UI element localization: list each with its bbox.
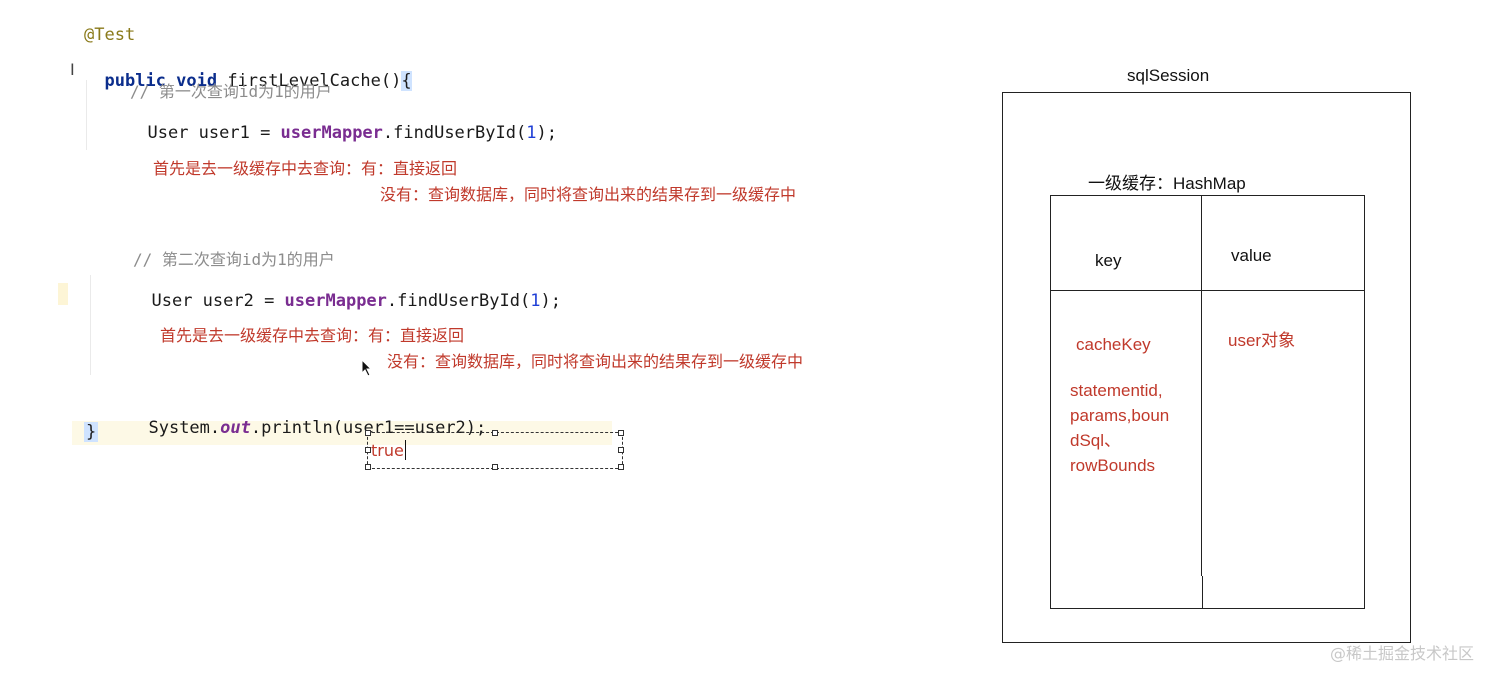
method-signature[interactable]: public void firstLevelCache(){	[84, 51, 412, 91]
key-cell-line: rowBounds	[1070, 456, 1156, 475]
code-field: userMapper	[280, 123, 383, 143]
table-column-divider	[1201, 196, 1202, 576]
key-cell-title: cacheKey	[1076, 335, 1151, 354]
code-call: .findUserById(	[386, 291, 531, 311]
code-arg: 1	[526, 123, 537, 143]
code-suffix: );	[536, 123, 557, 143]
current-line-highlight	[72, 421, 612, 445]
comment-first-query: // 第一次查询id为1的用户	[130, 82, 332, 101]
annotation-note1-line1: 首先是去一级缓存中去查询：有：直接返回	[153, 159, 458, 178]
watermark: @稀土掘金技术社区	[1330, 644, 1475, 663]
open-brace: {	[401, 71, 412, 91]
code-prefix: User user2 =	[151, 291, 285, 311]
method-modifier: public void	[104, 71, 218, 91]
comment-second-query: // 第二次查询id为1的用户	[133, 250, 335, 269]
hashmap-table: key value cacheKey statementid, params,b…	[1050, 195, 1365, 609]
resize-handle[interactable]	[618, 464, 624, 470]
code-line-user2[interactable]: User user2 = userMapper.findUserById(1);	[131, 271, 561, 311]
key-cell-line: dSql、	[1070, 431, 1122, 450]
close-brace: }	[84, 422, 99, 442]
cache-label: 一级缓存：HashMap	[1088, 174, 1246, 193]
resize-handle[interactable]	[365, 464, 371, 470]
table-column-divider-tail	[1202, 576, 1203, 608]
resize-handle[interactable]	[618, 430, 624, 436]
method-name: firstLevelCache()	[217, 71, 402, 91]
sqlsession-label: sqlSession	[1127, 66, 1210, 85]
resize-handle[interactable]	[365, 447, 371, 453]
key-header: key	[1095, 251, 1122, 270]
text-caret	[405, 440, 406, 460]
annotation-note1-line2: 没有：查询数据库，同时将查询出来的结果存到一级缓存中	[380, 185, 797, 204]
code-arg: 1	[530, 291, 541, 311]
code-field: out	[220, 418, 251, 438]
resize-handle[interactable]	[492, 430, 498, 436]
code-prefix: User user1 =	[147, 123, 281, 143]
text-cursor-icon: I	[70, 60, 75, 79]
code-suffix: );	[540, 291, 561, 311]
code-line-println[interactable]: System.out.println(user1==user2);	[128, 398, 486, 438]
gutter-guide	[90, 275, 91, 375]
annotation-note2-line1: 首先是去一级缓存中去查询：有：直接返回	[160, 326, 465, 345]
table-header-divider	[1051, 290, 1364, 291]
result-text[interactable]: true	[371, 441, 404, 460]
resize-handle[interactable]	[492, 464, 498, 470]
code-prefix: System.	[148, 418, 221, 438]
code-call: .findUserById(	[382, 123, 527, 143]
mouse-pointer-icon	[361, 359, 373, 377]
code-line-user1[interactable]: User user1 = userMapper.findUserById(1);	[127, 103, 557, 143]
sqlsession-box	[1002, 92, 1411, 643]
code-suffix: .println(user1==user2);	[250, 418, 487, 438]
annotation-note2-line2: 没有：查询数据库，同时将查询出来的结果存到一级缓存中	[387, 352, 804, 371]
key-cell-line: statementid,	[1070, 381, 1163, 400]
key-cell-line: params,boun	[1070, 406, 1170, 425]
code-field: userMapper	[284, 291, 387, 311]
value-cell: user对象	[1228, 331, 1296, 350]
test-annotation: @Test	[84, 25, 136, 45]
line-marker	[58, 283, 68, 305]
key-cell-lines: statementid, params,boun dSql、 rowBounds	[1070, 378, 1169, 478]
gutter-guide	[86, 80, 87, 150]
value-header: value	[1231, 246, 1272, 265]
resize-handle[interactable]	[365, 430, 371, 436]
resize-handle[interactable]	[618, 447, 624, 453]
